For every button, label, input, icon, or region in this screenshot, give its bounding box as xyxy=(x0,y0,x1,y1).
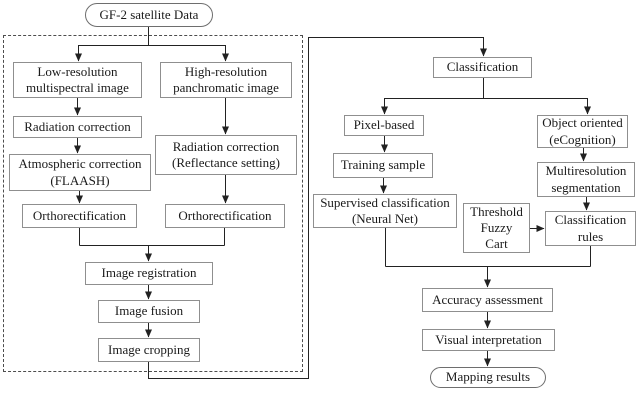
node-object-oriented: Object oriented (eCognition) xyxy=(537,115,628,148)
node-training-sample: Training sample xyxy=(333,153,433,178)
node-orthorectification-left: Orthorectification xyxy=(22,204,137,228)
node-radiation-correction: Radiation correction xyxy=(13,116,142,138)
node-image-cropping: Image cropping xyxy=(98,338,200,362)
node-visual-interpretation: Visual interpretation xyxy=(422,329,555,351)
preprocessing-dashed-group xyxy=(3,35,303,372)
node-classification: Classification xyxy=(433,57,532,78)
node-threshold-fuzzy-cart: Threshold Fuzzy Cart xyxy=(463,203,530,253)
node-low-resolution-multispectral-image: Low-resolution multispectral image xyxy=(13,62,142,98)
node-atmospheric-correction-flaash: Atmospheric correction (FLAASH) xyxy=(9,154,151,191)
node-high-resolution-panchromatic-image: High-resolution panchromatic image xyxy=(160,62,292,98)
node-image-registration: Image registration xyxy=(85,262,213,285)
node-image-fusion: Image fusion xyxy=(98,300,200,323)
connectors xyxy=(74,26,591,379)
node-supervised-classification: Supervised classification (Neural Net) xyxy=(313,194,457,228)
node-radiation-correction-reflectance: Radiation correction (Reflectance settin… xyxy=(155,135,297,175)
node-pixel-based: Pixel-based xyxy=(344,115,424,136)
node-mapping-results: Mapping results xyxy=(430,367,546,388)
node-multiresolution-segmentation: Multiresolution segmentation xyxy=(537,162,635,197)
node-classification-rules: Classification rules xyxy=(545,211,636,246)
node-accuracy-assessment: Accuracy assessment xyxy=(422,288,553,312)
node-orthorectification-right: Orthorectification xyxy=(165,204,285,228)
node-gf2-satellite-data: GF-2 satellite Data xyxy=(85,3,213,27)
